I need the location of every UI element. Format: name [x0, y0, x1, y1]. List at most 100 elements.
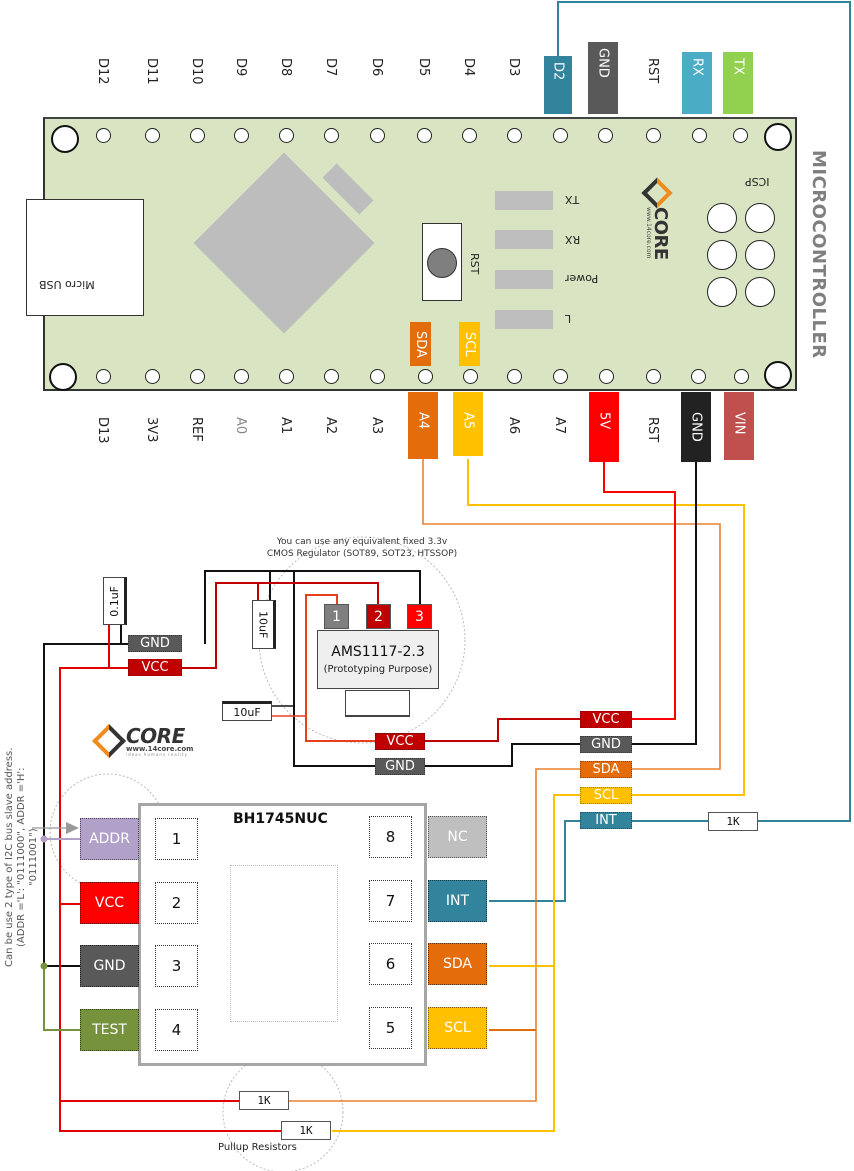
- top-pin-label: RX: [682, 52, 712, 114]
- pullup-resistor-sda: 1K: [239, 1091, 289, 1110]
- sensor-pin-label-scl: SCL: [428, 1007, 487, 1049]
- led-label-power: Power: [565, 272, 599, 285]
- regulator-input-capacitor: 10uF: [252, 600, 276, 649]
- header-hole: [552, 369, 568, 384]
- regulator-pin-2: 2: [366, 604, 391, 629]
- bottom-pin-label: A6: [506, 417, 521, 435]
- connector-scl-tag: SCL: [580, 787, 632, 804]
- brand-logo-url: www.14core.com: [126, 744, 194, 753]
- header-hole: [95, 128, 111, 143]
- mounting-hole: [764, 361, 792, 389]
- mounting-hole: [49, 363, 77, 391]
- header-hole: [690, 369, 706, 384]
- top-pin-label: GND: [588, 42, 618, 114]
- bottom-pin-label: A5: [453, 392, 483, 456]
- sensor-pin-label-addr: ADDR: [80, 818, 139, 860]
- sensor-pin-label-nc: NC: [428, 816, 487, 858]
- brand-logo-text: CORE: [126, 723, 185, 748]
- top-pin-label: TX: [723, 52, 753, 114]
- wire-5v: [603, 462, 676, 720]
- wire-gnd-rail: [293, 571, 375, 767]
- reset-button[interactable]: [427, 248, 457, 278]
- icsp-pin: [707, 203, 737, 233]
- regulator-pin-3: 3: [407, 604, 432, 629]
- sensor-name: BH1745NUC: [233, 811, 328, 827]
- header-hole: [233, 369, 249, 384]
- led-label-l: L: [565, 312, 572, 325]
- sensor-pad-7: 7: [369, 880, 412, 922]
- bottom-pin-label: GND: [681, 392, 711, 462]
- sensor-pin-label-int: INT: [428, 880, 487, 922]
- header-hole: [189, 369, 205, 384]
- sensor-pad-2: 2: [155, 882, 198, 924]
- reset-button-housing: [422, 223, 462, 301]
- sensor-pin-label-gnd: GND: [80, 945, 139, 987]
- bottom-pin-label: A7: [552, 417, 567, 435]
- regulator-note: You can use any equivalent fixed 3.3v CM…: [266, 537, 458, 559]
- connector-gnd-tag: GND: [580, 736, 632, 753]
- regulator-subtitle: (Prototyping Purpose): [323, 664, 433, 675]
- top-pin-label: D6: [369, 58, 384, 77]
- header-hole: [597, 128, 613, 143]
- led-rx: [495, 230, 553, 249]
- sensor-pad-6: 6: [369, 943, 412, 985]
- microcontroller-title: MICROCONTROLLER: [808, 150, 829, 359]
- wire-left-gnd: [43, 643, 128, 967]
- decoupling-vcc-tag: VCC: [128, 659, 182, 676]
- top-pin-label: D9: [233, 58, 248, 77]
- header-hole: [189, 128, 205, 143]
- wire-test-gnd: [43, 966, 80, 1031]
- regulator-output-capacitor: 10uF: [222, 701, 272, 721]
- header-hole: [645, 128, 661, 143]
- regulator-body: AMS1117-2.3 (Prototyping Purpose): [317, 630, 439, 689]
- wire-d2-int: [557, 1, 851, 822]
- header-hole: [691, 128, 707, 143]
- icsp-pin: [707, 277, 737, 307]
- mounting-hole: [51, 125, 79, 153]
- icsp-pin: [707, 240, 737, 270]
- regulator-pin-1: 1: [324, 604, 349, 629]
- regulator-tab: [345, 690, 410, 717]
- top-pin-label: D3: [506, 58, 521, 77]
- icsp-pin: [745, 240, 775, 270]
- board-logo-text: CORE: [650, 207, 671, 260]
- usb-connector: Micro USB: [26, 199, 144, 316]
- board-logo-url: www.14core.com: [645, 207, 652, 259]
- sensor-pad-1: 1: [155, 818, 198, 860]
- header-hole: [323, 369, 339, 384]
- board-logo: CORE www.14core.com: [637, 177, 677, 286]
- bottom-pin-label: A4: [408, 392, 438, 459]
- board-sda-tag: SDA: [410, 322, 431, 366]
- top-pin-label: D4: [461, 58, 476, 77]
- connector-vcc-tag: VCC: [580, 711, 632, 728]
- icsp-pin: [745, 277, 775, 307]
- bottom-pin-label: A0: [233, 417, 248, 435]
- junction-dot-addr: [40, 835, 48, 843]
- led-l: [495, 310, 553, 329]
- pullup-highlight-circle: [222, 1051, 344, 1171]
- wire-reg-pin3-gnd: [204, 570, 421, 644]
- icsp-pin: [745, 203, 775, 233]
- wire-left-vcc: [59, 667, 282, 1132]
- header-hole: [144, 369, 160, 384]
- bottom-pin-label: 5V: [589, 392, 619, 462]
- mounting-hole: [764, 123, 792, 151]
- header-hole: [506, 128, 522, 143]
- regulator-vcc-tag: VCC: [375, 733, 425, 750]
- board-logo-mark: [641, 177, 673, 209]
- header-hole: [506, 369, 522, 384]
- led-tx: [495, 191, 553, 210]
- header-hole: [95, 369, 111, 384]
- wire-a5-scl: [467, 459, 745, 796]
- top-pin-label: RST: [645, 58, 660, 84]
- header-hole: [462, 369, 478, 384]
- reset-label: RST: [468, 253, 481, 275]
- bottom-pin-label: VIN: [724, 392, 754, 460]
- bottom-pin-label: A1: [278, 417, 293, 435]
- bottom-pin-label: D13: [95, 417, 110, 444]
- bottom-pin-label: RST: [645, 417, 660, 443]
- led-label-rx: RX: [565, 233, 581, 246]
- top-pin-label: D5: [416, 58, 431, 77]
- led-power: [495, 270, 553, 289]
